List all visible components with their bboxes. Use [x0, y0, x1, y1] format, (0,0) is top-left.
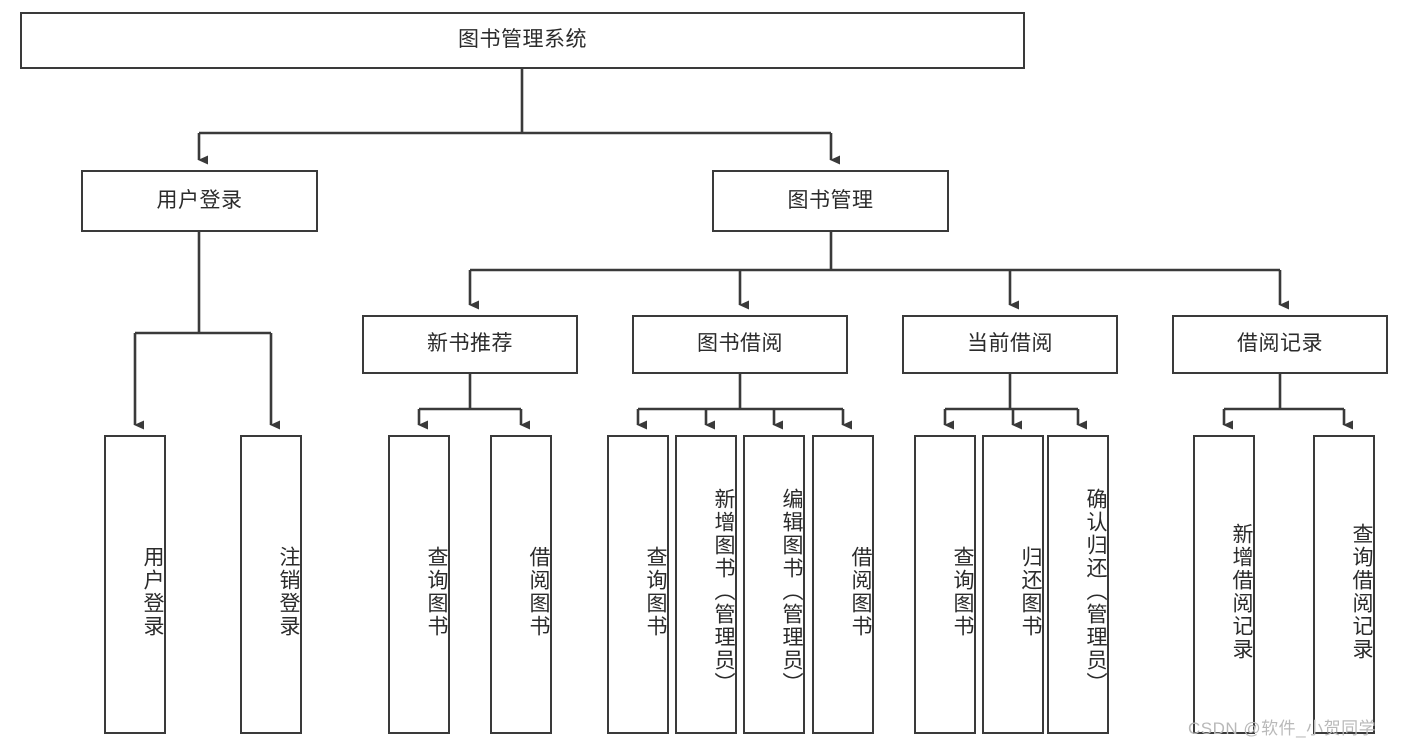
node-current-borrow-label: 当前借阅	[967, 332, 1053, 356]
node-current-borrow[interactable]: 当前借阅	[902, 315, 1118, 374]
leaf-borrow-book-new-label: 借阅图书	[527, 545, 550, 638]
node-book-borrow-label: 图书借阅	[697, 332, 783, 356]
node-new-book-recommend-label: 新书推荐	[427, 332, 513, 356]
leaf-query-borrow-record[interactable]: 查询借阅记录	[1313, 435, 1375, 734]
node-book-borrow[interactable]: 图书借阅	[632, 315, 848, 374]
leaf-user-login-label: 用户登录	[141, 545, 164, 638]
leaf-add-borrow-record[interactable]: 新增借阅记录	[1193, 435, 1255, 734]
node-new-book-recommend[interactable]: 新书推荐	[362, 315, 578, 374]
leaf-borrow-book-label: 借阅图书	[849, 545, 872, 638]
leaf-add-book-admin[interactable]: 新增图书（管理员）	[675, 435, 737, 734]
leaf-query-book-current-label: 查询图书	[951, 545, 974, 638]
leaf-user-login[interactable]: 用户登录	[104, 435, 166, 734]
node-borrow-record-label: 借阅记录	[1237, 332, 1323, 356]
leaf-add-book-admin-label: 新增图书（管理员）	[712, 488, 735, 695]
leaf-borrow-book[interactable]: 借阅图书	[812, 435, 874, 734]
leaf-query-book-new-label: 查询图书	[425, 545, 448, 638]
leaf-confirm-return-admin[interactable]: 确认归还（管理员）	[1047, 435, 1109, 734]
node-book-management[interactable]: 图书管理	[712, 170, 949, 232]
leaf-confirm-return-admin-label: 确认归还（管理员）	[1084, 488, 1107, 695]
node-book-management-label: 图书管理	[787, 188, 874, 212]
leaf-return-book[interactable]: 归还图书	[982, 435, 1044, 734]
node-root-label: 图书管理系统	[458, 28, 587, 52]
leaf-edit-book-admin[interactable]: 编辑图书（管理员）	[743, 435, 805, 734]
leaf-query-borrow-record-label: 查询借阅记录	[1350, 522, 1373, 661]
leaf-return-book-label: 归还图书	[1019, 545, 1042, 638]
node-borrow-record[interactable]: 借阅记录	[1172, 315, 1388, 374]
node-root[interactable]: 图书管理系统	[20, 12, 1025, 69]
node-user-login-label: 用户登录	[156, 188, 243, 212]
leaf-logout-label: 注销登录	[277, 545, 300, 638]
leaf-query-book-new[interactable]: 查询图书	[388, 435, 450, 734]
node-user-login[interactable]: 用户登录	[81, 170, 318, 232]
csdn-watermark: CSDN @软件_小贺同学	[1188, 719, 1377, 738]
leaf-logout[interactable]: 注销登录	[240, 435, 302, 734]
leaf-borrow-book-new[interactable]: 借阅图书	[490, 435, 552, 734]
leaf-query-book-current[interactable]: 查询图书	[914, 435, 976, 734]
leaf-add-borrow-record-label: 新增借阅记录	[1230, 522, 1253, 661]
leaf-query-book-borrow-label: 查询图书	[644, 545, 667, 638]
leaf-edit-book-admin-label: 编辑图书（管理员）	[780, 488, 803, 695]
leaf-query-book-borrow[interactable]: 查询图书	[607, 435, 669, 734]
